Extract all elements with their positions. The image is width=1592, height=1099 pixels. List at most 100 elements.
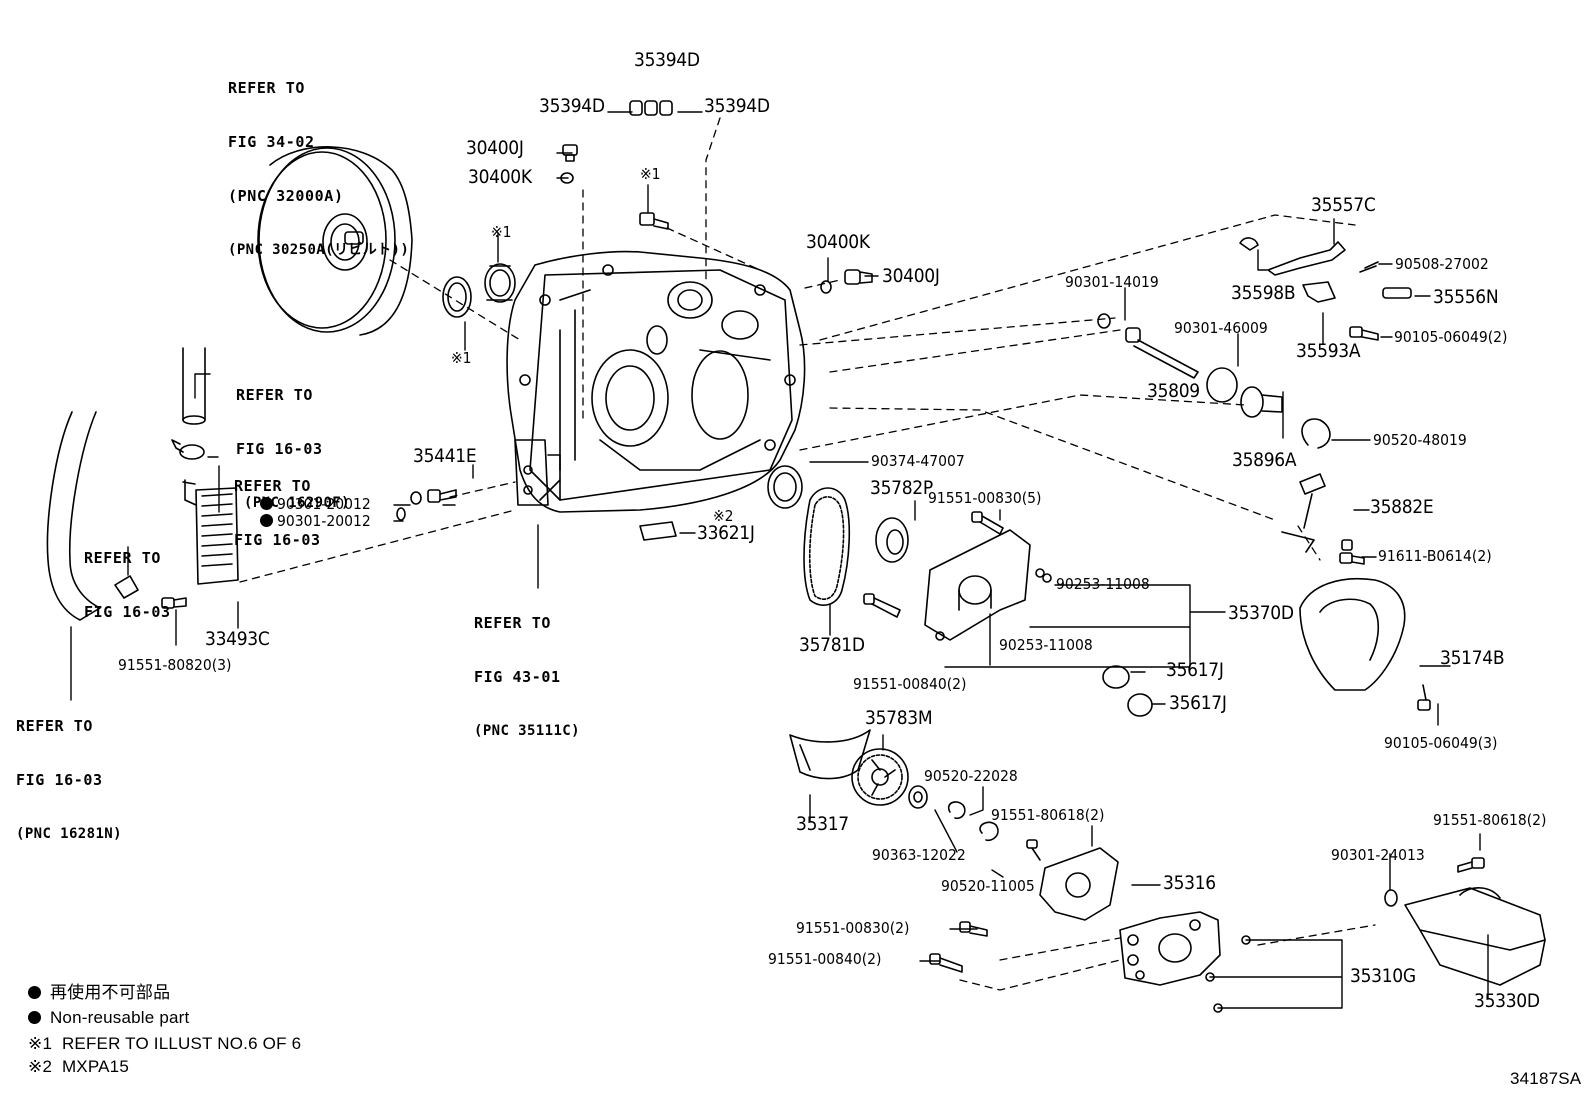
part-label: 30400J [466,137,524,159]
label-plate [639,521,677,541]
part-label: 90301-46009 [1174,319,1268,337]
gear-35896A [1240,386,1283,418]
part-label: 30400J [882,265,940,287]
part-label: 35782P [870,477,933,499]
part-label: 90520-48019 [1373,431,1467,449]
ref-line: FIG 16-03 [234,531,321,549]
ref-line: (PNC 30250A(リビルト)) [228,242,410,258]
bracket-35882E [1281,473,1365,565]
part-label: 33621J [697,522,755,544]
ref-fig-16-03-c: REFER TO FIG 16-03 [84,513,171,639]
part-label-nonreusable: 90301-20012 [260,513,371,530]
part-label: 35598B [1231,282,1296,304]
note-mark: ※2 [713,507,734,525]
part-label: 35896A [1232,449,1297,471]
part-label: 35593A [1296,340,1361,362]
note-mark: ※1 [640,165,661,183]
oring-14019 [1097,313,1111,329]
part-label: 90301-24013 [1331,846,1425,864]
ref-fig-43-01: REFER TO FIG 43-01 (PNC 35111C) [474,578,580,758]
part-label: 90301-14019 [1065,273,1159,291]
part-label-nonreusable: 90301-20012 [260,496,371,513]
ref-line: REFER TO [16,717,94,735]
part-label: 35317 [796,813,849,835]
oil-seals [442,263,516,318]
drive-chain [803,487,851,606]
part-label: 91551-80618(2) [1433,811,1547,829]
ref-line: (PNC 35111C) [474,723,580,739]
ref-line: FIG 16-03 [84,603,171,621]
part-label: 35370D [1228,602,1294,624]
ref-line: REFER TO [228,79,306,97]
part-label: 35617J [1169,692,1227,714]
part-label: 90520-22028 [924,767,1018,785]
part-label: 35174B [1440,647,1505,669]
ref-line: FIG 16-03 [236,440,323,458]
ref-line: (PNC 32000A) [228,187,344,205]
legend-note-1: ※1 REFER TO ILLUST NO.6 OF 6 [28,1034,302,1053]
legend-text: Non-reusable part [49,1008,190,1027]
nonreusable-dot-icon [260,514,273,527]
part-label: 91551-80618(2) [991,806,1105,824]
legend-nonreusable-en: Non-reusable part [28,1008,189,1028]
snap-ring-48019 [1301,418,1331,449]
ref-fig-16-03-d: REFER TO FIG 16-03 (PNC 16281N) [16,681,122,861]
part-label: 35330D [1474,990,1540,1012]
shift-lever-assembly [1239,237,1412,341]
ref-line: REFER TO [84,549,162,567]
torque-converter [257,146,413,336]
ref-line: REFER TO [234,477,312,495]
cover-35316 [1039,847,1119,921]
part-label: 91551-00830(5) [928,489,1042,507]
legend-nonreusable-ja: 再使用不可部品 [28,983,170,1003]
part-label: 91551-80820(3) [118,656,232,674]
baffle-plate-35174B [1299,577,1431,711]
nonreusable-dot-icon [28,986,41,999]
part-label: 30400K [806,231,870,253]
legend-text: 再使用不可部品 [49,983,171,1002]
dashed-assembly-lines [239,117,1376,991]
ref-line: FIG 16-03 [16,771,103,789]
part-label: 30400K [468,166,532,188]
part-label: 91551-00830(2) [796,919,910,937]
cover-35317 [789,729,871,780]
illustration-id: 34187SA [1510,1069,1582,1088]
part-label: 35316 [1163,872,1216,894]
part-label: 91611-B0614(2) [1378,547,1492,565]
note-mark: ※1 [491,223,512,241]
part-label: 90253-11008 [1056,575,1150,593]
part-label: 33493C [205,628,270,650]
part-label: 90508-27002 [1395,255,1489,273]
nonreusable-dot-icon [260,497,273,510]
ref-line: FIG 34-02 [228,133,315,151]
part-label: 90105-06049(2) [1394,328,1508,346]
small-plugs-top [560,100,873,294]
ref-line: REFER TO [236,386,314,404]
part-label: 35781D [799,634,865,656]
bolt-and-orings-left [396,489,457,521]
legend-note-2: ※2 MXPA15 [28,1057,129,1076]
ref-fig-16-03-b: REFER TO FIG 16-03 [234,441,321,567]
misc-bolts [1042,539,1353,583]
part-label: 90301-20012 [277,495,371,513]
ref-line: FIG 43-01 [474,668,561,686]
part-label: 35556N [1433,286,1499,308]
ref-line: REFER TO [474,614,552,632]
shaft-35809 [1125,327,1199,379]
part-label: 35557C [1311,194,1376,216]
part-label: 35310G [1350,965,1416,987]
part-label: 91551-00840(2) [768,950,882,968]
ref-fig-34-02: REFER TO FIG 34-02 (PNC 32000A) (PNC 302… [228,43,409,277]
ref-fig-16-03-a: REFER TO FIG 16-03 (PNC 16290F) [236,350,350,530]
part-label: 90363-12022 [872,846,966,864]
part-label: 35783M [865,707,933,729]
part-label: 35394D [704,95,770,117]
sprocket-35783M [851,748,909,806]
part-label: 35809 [1147,380,1200,402]
part-label: 90301-20012 [277,512,371,530]
pump-cover-35370D [863,511,1045,641]
part-label: 35394D [634,49,700,71]
sprocket-35782P [875,517,909,563]
